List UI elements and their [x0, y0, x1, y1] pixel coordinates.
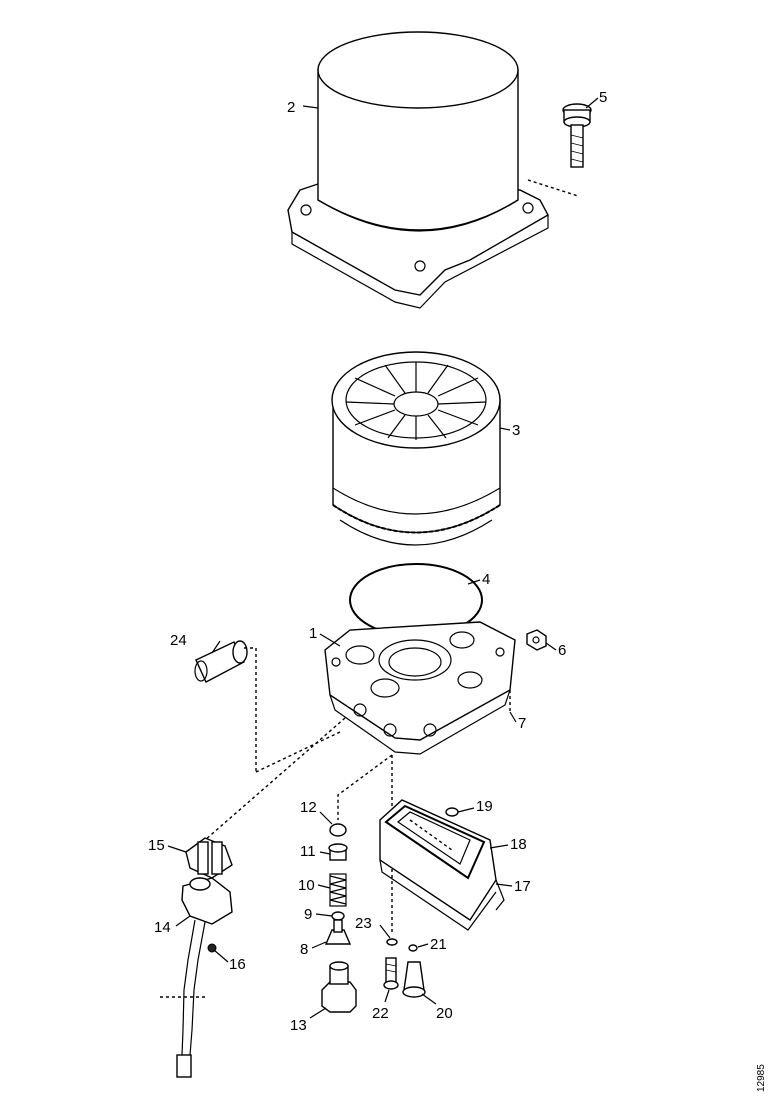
part-15-gasket — [185, 837, 233, 879]
callout-12: 12 — [300, 799, 317, 816]
callout-14: 14 — [154, 919, 171, 936]
part-12-seal — [329, 823, 347, 837]
callout-19: 19 — [476, 798, 493, 815]
callout-9: 9 — [304, 906, 312, 923]
callout-8: 8 — [300, 941, 308, 958]
callout-10: 10 — [298, 877, 315, 894]
callout-15: 15 — [148, 837, 165, 854]
part-10-spring — [329, 873, 347, 907]
part-17-box — [379, 799, 505, 931]
routing-line-15 — [204, 717, 346, 841]
part-13-plug — [321, 961, 357, 1013]
part-14-lever — [160, 877, 233, 1078]
callout-2: 2 — [287, 99, 295, 116]
part-6-nut — [526, 629, 547, 651]
callout-7: 7 — [518, 715, 526, 732]
drawing-code: 12985 — [756, 1064, 767, 1092]
callout-6: 6 — [558, 642, 566, 659]
part-11-cap — [328, 843, 348, 861]
callout-20: 20 — [436, 1005, 453, 1022]
part-23-washer — [386, 938, 398, 946]
callout-4: 4 — [482, 571, 490, 588]
callout-24: 24 — [170, 632, 187, 649]
leader-lines — [167, 97, 599, 1019]
callout-17: 17 — [514, 878, 531, 895]
callout-5: 5 — [599, 89, 607, 106]
part-2-canister — [287, 31, 549, 309]
callout-3: 3 — [512, 422, 520, 439]
part-9-washer — [331, 911, 345, 921]
part-22-screw — [383, 957, 399, 990]
callout-13: 13 — [290, 1017, 307, 1034]
part-5-bolt — [527, 103, 592, 197]
part-3-cartridge — [331, 351, 501, 546]
callout-21: 21 — [430, 936, 447, 953]
part-19-screw — [445, 807, 459, 817]
callout-1: 1 — [309, 625, 317, 642]
callout-18: 18 — [510, 836, 527, 853]
callout-22: 22 — [372, 1005, 389, 1022]
routing-line-12 — [337, 754, 393, 820]
part-1-housing — [324, 621, 516, 755]
part-24-connector — [194, 640, 341, 773]
part-20-fitting — [402, 961, 426, 998]
callout-23: 23 — [355, 915, 372, 932]
part-21-ring — [408, 944, 418, 952]
part-8-piston — [324, 919, 352, 945]
callout-11: 11 — [300, 843, 316, 860]
callout-16: 16 — [229, 956, 246, 973]
part-18-gasket — [384, 804, 486, 880]
